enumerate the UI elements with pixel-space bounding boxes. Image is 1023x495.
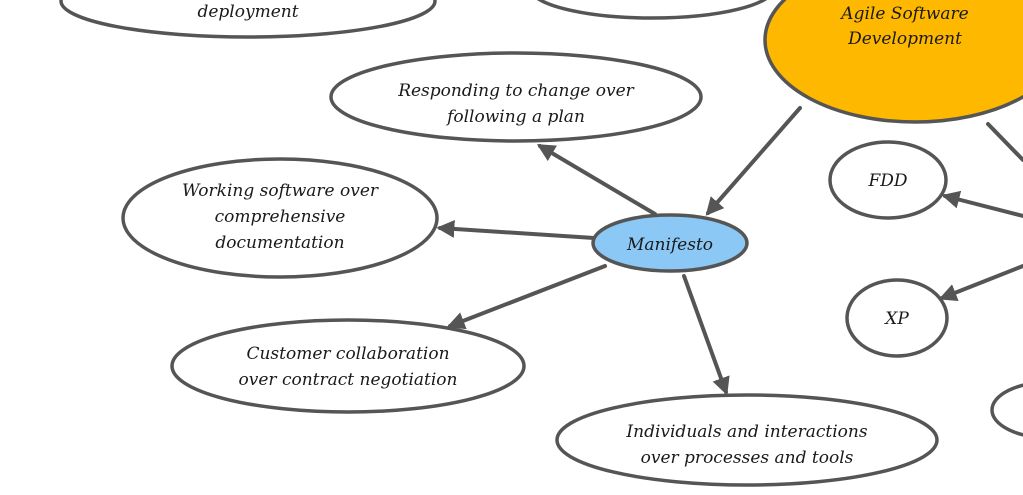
node-right-edge[interactable] [990, 382, 1023, 438]
node-responding-shape [329, 51, 703, 143]
edge-manifesto-working [436, 219, 596, 240]
node-top-middle-shape [536, 0, 768, 20]
node-working-label-line-1: Working software over [182, 181, 379, 201]
node-customer-label-line-2: over contract negotiation [239, 370, 458, 390]
node-fdd[interactable]: FDD [828, 140, 948, 220]
node-working-label-line-3: documentation [215, 233, 344, 253]
edges [436, 106, 1023, 396]
edge-agile-offscreen [986, 122, 1023, 162]
node-agile-label-line-2: Development [847, 29, 962, 49]
node-customer-collaboration[interactable]: Customer collaboration over contract neg… [170, 318, 526, 414]
node-customer-shape [170, 318, 526, 414]
node-right-edge-shape [990, 383, 1023, 437]
node-manifesto-shape [591, 213, 749, 273]
node-top-middle[interactable] [530, 0, 774, 20]
node-individuals-shape [555, 393, 939, 487]
edge-manifesto-individuals [682, 274, 730, 396]
node-working-label-line-2: comprehensive [215, 207, 346, 227]
node-fdd-label: FDD [867, 171, 907, 191]
node-xp[interactable]: XP [845, 278, 949, 358]
node-responding-label-line-1: Responding to change over [397, 81, 634, 101]
node-manifesto-label: Manifesto [626, 235, 713, 255]
node-xp-label: XP [883, 309, 909, 329]
node-customer-label-line-1: Customer collaboration [246, 344, 449, 364]
node-individuals-and-interactions[interactable]: Individuals and interactions over proces… [555, 393, 939, 487]
node-agile-software-development[interactable]: Agile Software Development [763, 0, 1023, 124]
node-agile-label-line-1: Agile Software [839, 4, 968, 24]
node-fdd-shape [828, 140, 948, 220]
node-individuals-label-line-2: over processes and tools [641, 448, 854, 468]
node-xp-shape [845, 278, 949, 358]
node-agile-shape [763, 0, 1023, 124]
edge-agile-fdd [941, 190, 1023, 218]
edge-agile-xp [938, 264, 1023, 302]
node-responding-label-line-2: following a plan [445, 107, 585, 127]
node-working-software[interactable]: Working software over comprehensive docu… [121, 157, 439, 279]
node-working-shape [121, 157, 439, 279]
edge-manifesto-responding [536, 144, 657, 216]
node-responding-to-change[interactable]: Responding to change over following a pl… [329, 51, 703, 143]
node-deployment-label-line-1: deployment [197, 2, 298, 22]
node-manifesto[interactable]: Manifesto [591, 213, 749, 273]
node-deployment-shape [59, 0, 437, 39]
edge-manifesto-customer [446, 264, 607, 330]
node-individuals-label-line-1: Individuals and interactions [625, 422, 867, 442]
edge-agile-manifesto [705, 106, 802, 216]
node-deployment[interactable]: deployment [59, 0, 437, 39]
